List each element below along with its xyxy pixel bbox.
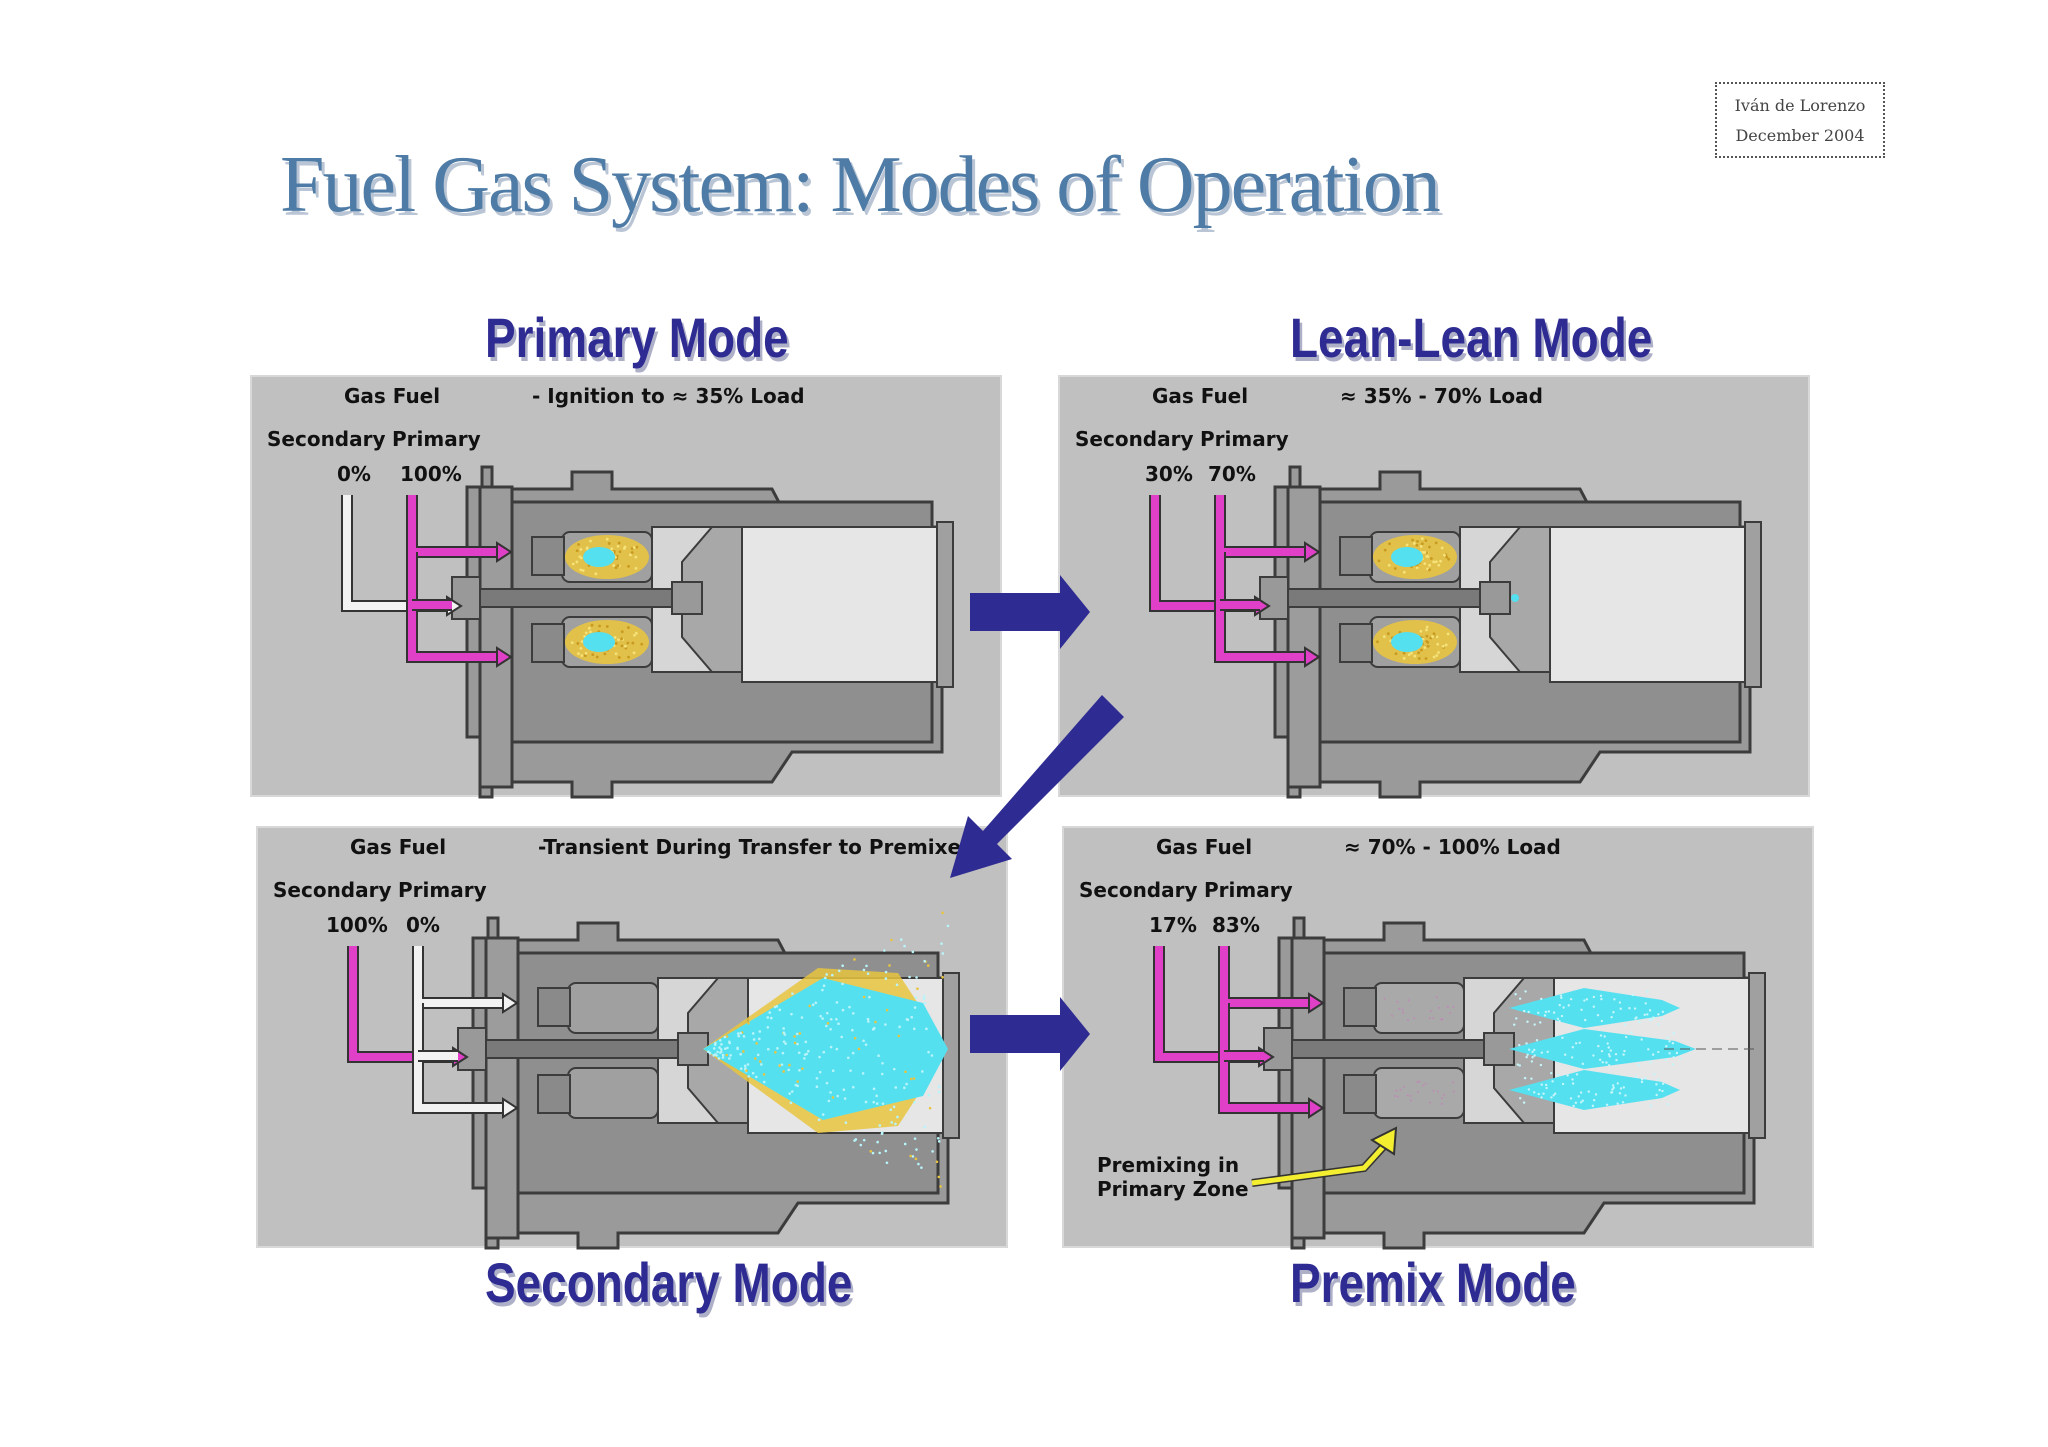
load-range-label: -Transient During Transfer to Premixed xyxy=(538,835,976,859)
gas-fuel-label: Gas Fuel xyxy=(1152,384,1249,408)
panel-secondary: Gas Fuel -Transient During Transfer to Pr… xyxy=(256,826,1008,1250)
load-range-label: - Ignition to ≈ 35% Load xyxy=(532,384,805,408)
gas-fuel-label: Gas Fuel xyxy=(1156,835,1253,859)
load-range-label: ≈ 35% - 70% Load xyxy=(1340,384,1543,408)
secondary-percent: 17% xyxy=(1149,913,1197,937)
primary-percent: 100% xyxy=(400,462,462,486)
gas-fuel-label: Gas Fuel xyxy=(344,384,441,408)
secondary-mode-label: Secondary Mode xyxy=(485,1251,853,1314)
primary-label: Primary xyxy=(398,878,487,902)
primary-label: Primary xyxy=(392,427,481,451)
primary-percent: 83% xyxy=(1212,913,1260,937)
combustor-drawing xyxy=(347,911,960,1250)
lean-lean-mode-label: Lean-Lean Mode xyxy=(1290,306,1653,369)
primary-label: Primary xyxy=(1204,878,1293,902)
primary-percent: 0% xyxy=(406,913,440,937)
premix-mode-label: Premix Mode xyxy=(1290,1251,1576,1314)
combustor-drawing xyxy=(1153,916,1766,1250)
primary-label: Primary xyxy=(1200,427,1289,451)
author-box: Iván de Lorenzo December 2004 xyxy=(1715,82,1885,158)
secondary-label: Secondary xyxy=(1079,878,1198,902)
secondary-label: Secondary xyxy=(267,427,386,451)
secondary-percent: 100% xyxy=(326,913,388,937)
combustor-drawing xyxy=(1149,465,1762,799)
author-date: December 2004 xyxy=(1735,126,1865,145)
secondary-percent: 30% xyxy=(1145,462,1193,486)
annotation-line: Primary Zone xyxy=(1097,1177,1249,1201)
secondary-label: Secondary xyxy=(273,878,392,902)
secondary-percent: 0% xyxy=(337,462,371,486)
primary-percent: 70% xyxy=(1208,462,1256,486)
page-title: Fuel Gas System: Modes of Operation xyxy=(280,141,1441,229)
combustor-drawing xyxy=(341,465,954,799)
primary-mode-label: Primary Mode xyxy=(485,306,789,369)
author-name: Iván de Lorenzo xyxy=(1734,96,1866,115)
secondary-label: Secondary xyxy=(1075,427,1194,451)
gas-fuel-label: Gas Fuel xyxy=(350,835,447,859)
load-range-label: ≈ 70% - 100% Load xyxy=(1344,835,1561,859)
annotation-line: Premixing in xyxy=(1097,1153,1240,1177)
